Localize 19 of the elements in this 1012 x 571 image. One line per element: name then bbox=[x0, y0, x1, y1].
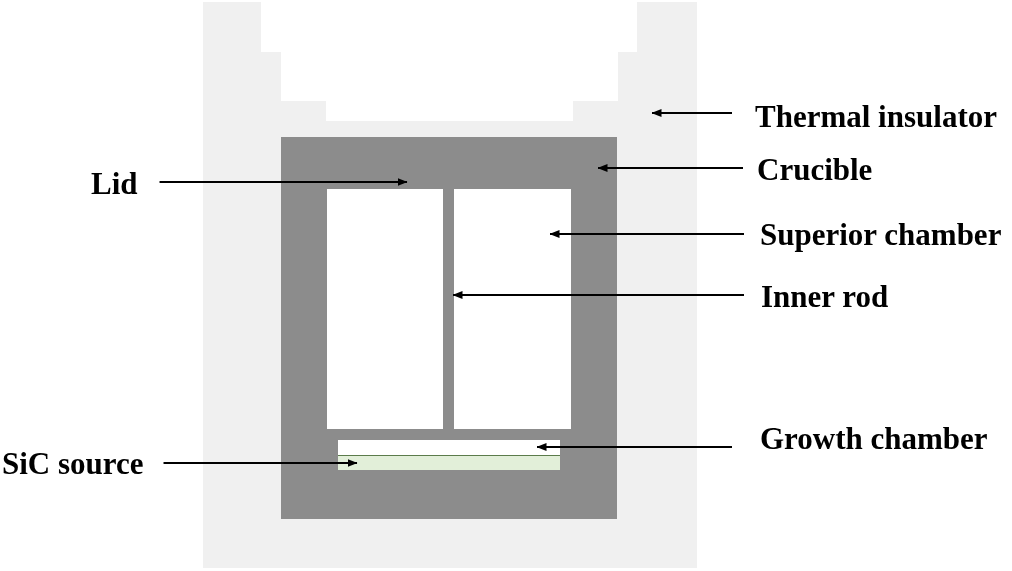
crucible-body bbox=[281, 137, 617, 519]
part-label: SiC source bbox=[2, 446, 144, 482]
leader-arrow bbox=[452, 291, 745, 299]
part-label: Superior chamber bbox=[760, 217, 1002, 253]
leader-arrow bbox=[549, 230, 745, 238]
source-layer bbox=[338, 455, 560, 470]
part-label: Inner rod bbox=[761, 279, 889, 315]
leader-arrow bbox=[536, 443, 733, 451]
leader-arrow bbox=[651, 109, 733, 117]
part-label: Growth chamber bbox=[760, 421, 988, 457]
leader-arrow bbox=[158, 178, 408, 186]
leader-arrow bbox=[597, 164, 744, 172]
part-label: Crucible bbox=[757, 152, 873, 188]
leader-arrow bbox=[162, 459, 358, 467]
insulation-block bbox=[203, 2, 697, 568]
part-label: Thermal insulator bbox=[755, 99, 997, 135]
chamber-cavity bbox=[327, 189, 571, 429]
part-label: Lid bbox=[91, 166, 138, 202]
growth-cavity bbox=[338, 440, 560, 470]
